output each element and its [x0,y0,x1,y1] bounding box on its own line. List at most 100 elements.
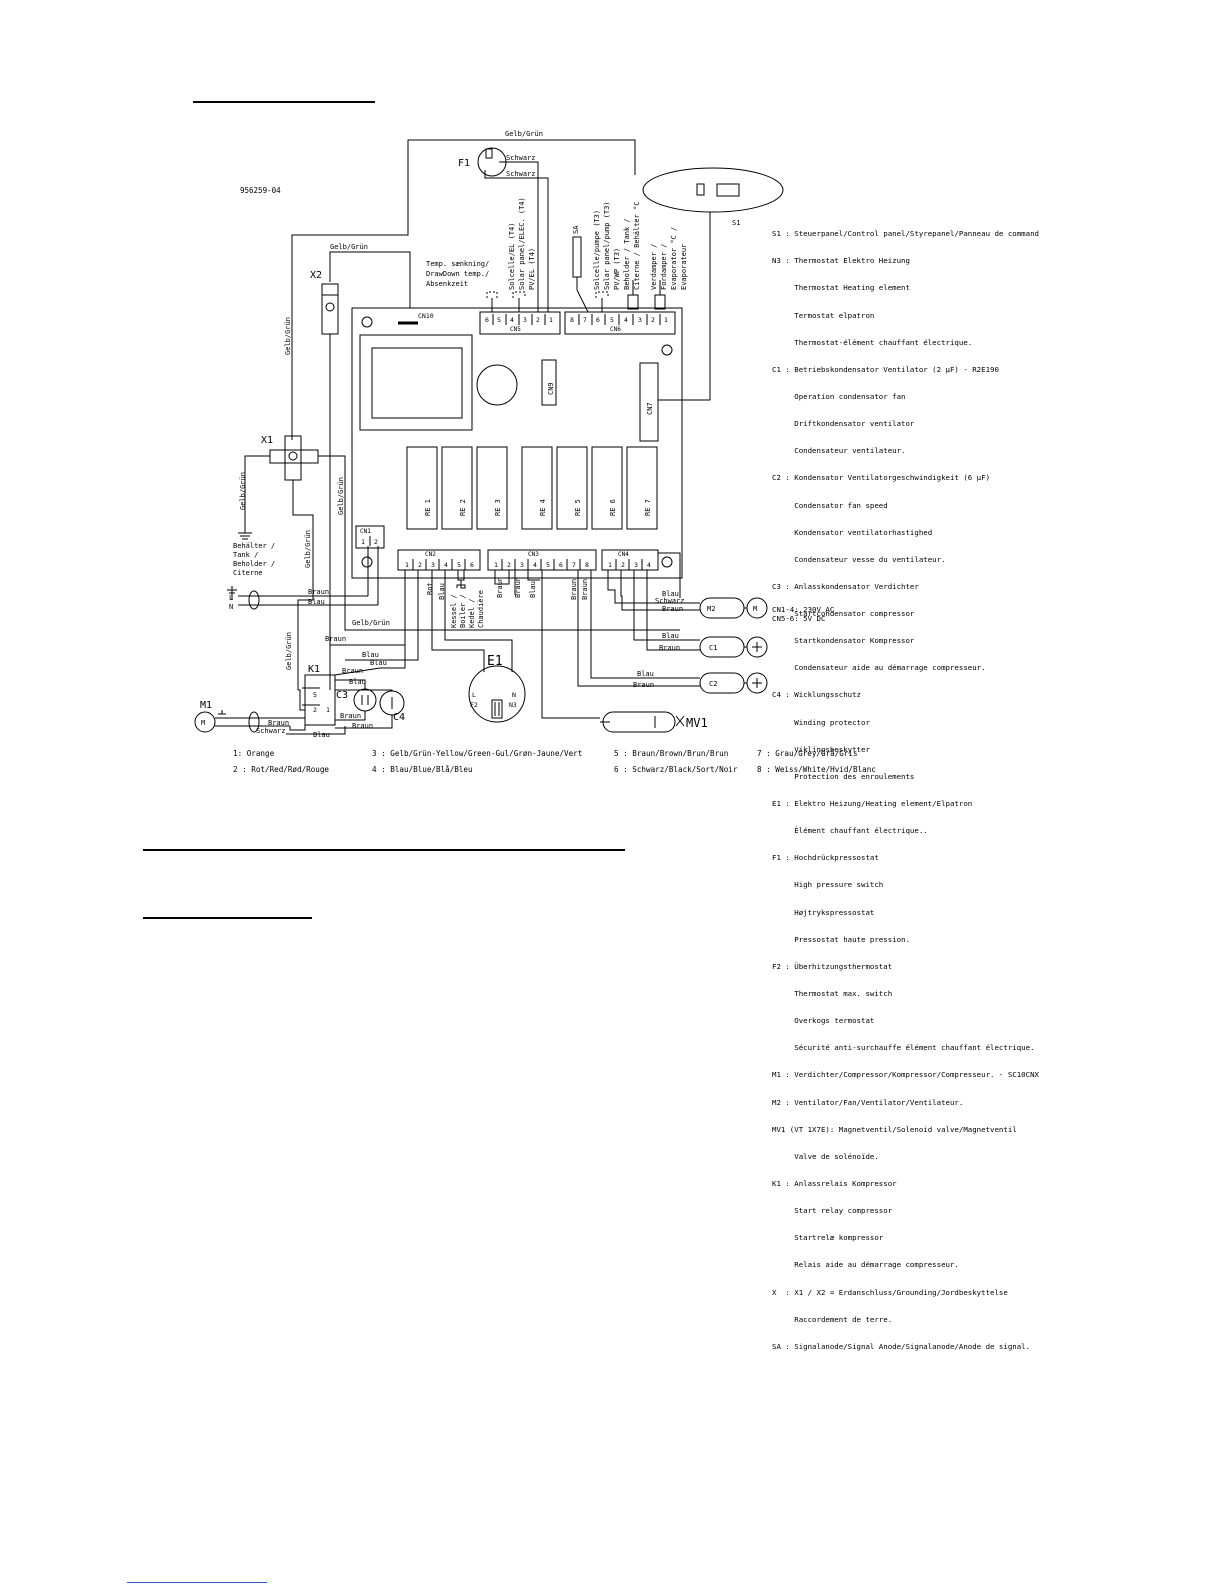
legend-line: F1 : Hochdrückpressostat [772,853,879,863]
svg-text:F2: F2 [470,701,478,709]
svg-text:3: 3 [431,561,435,569]
svg-text:2: 2 [651,316,655,324]
svg-text:Beholder /: Beholder / [233,560,275,568]
svg-text:6: 6 [470,561,474,569]
svg-text:N: N [512,691,516,699]
legend-line: Sécurité anti-surchauffe élément chauffa… [772,1043,1035,1053]
svg-text:4: 4 [510,316,514,324]
svg-text:7: 7 [583,316,587,324]
svg-text:Braun: Braun [268,719,289,727]
c1-label: C1 [709,644,717,652]
m2-label: M2 [707,605,715,613]
svg-text:Braun: Braun [514,577,522,598]
legend-line: Start relay compressor [772,1206,893,1216]
f1-label: F1 [458,158,470,169]
cn-info-line: CN1-4: 230V AC [772,605,835,614]
wire-label-gelb-gruen: Gelb/Grün [330,243,368,251]
legend-line: Thermostat max. switch [772,989,893,999]
x2-label: X2 [310,270,322,281]
legend-line: X : X1 / X2 = Erdanschluss/Grounding/Jor… [772,1287,1008,1297]
svg-text:Blau: Blau [313,731,330,739]
legend-line: Pressostat haute pression. [772,934,910,944]
svg-text:Kedel /: Kedel / [468,598,476,628]
footnote-separator [127,1582,267,1583]
legend-line: Condensator fan speed [772,500,888,510]
svg-text:4: 4 [444,561,448,569]
m1-compressor [194,711,216,733]
svg-text:Blau: Blau [370,659,387,667]
svg-text:6: 6 [559,561,563,569]
tank-label: Behälter / Tank / Beholder / Citerne [233,542,275,577]
svg-text:Solcelle/EL (T4): Solcelle/EL (T4) [508,223,516,290]
cn9-label: CN9 [547,382,555,395]
cn5-connector [479,311,561,335]
cn1-label: CN1 [360,528,371,535]
legend-line: Thermostat Heating element [772,283,910,293]
legend-line: Termostat elpatron [772,310,875,320]
svg-text:Citerne / Behälter °C: Citerne / Behälter °C [633,201,641,290]
svg-text:Gelb/Grün: Gelb/Grün [239,472,247,510]
svg-text:Evaporateur: Evaporateur [680,244,688,290]
buzzer [476,364,518,406]
legend-line: Kondensator ventilatorhastighed [772,527,933,537]
svg-text:Boiler /: Boiler / [459,594,467,628]
legend-line: Condensateur vesse du ventilateur. [772,554,946,564]
svg-text:Braun: Braun [570,579,578,600]
svg-text:Blau: Blau [308,598,325,606]
e1-heating-element [468,665,526,723]
svg-text:L: L [472,691,476,699]
cn6-pins: 8 7 6 5 4 3 2 1 [570,316,668,324]
cn4-label: CN4 [618,551,629,558]
legend-line: Viklingsbeskytter [772,744,870,754]
svg-text:Kessel /: Kessel / [450,594,458,628]
svg-text:Blau: Blau [662,632,679,640]
svg-text:Gelb/Grün: Gelb/Grün [285,632,293,670]
legend-line: S1 : Steuerpanel/Control panel/Styrepane… [772,229,1039,239]
color-key-8: 8 : Weiss/White/Hvid/Blanc [757,765,876,774]
legend-line: Startkondensator Kompressor [772,636,915,646]
legend-line: Raccordement de terre. [772,1314,893,1324]
svg-text:3: 3 [523,316,527,324]
svg-text:6: 6 [485,316,489,324]
c3-start-capacitor [353,688,377,712]
mv1-label: MV1 [686,716,708,730]
svg-text:N3: N3 [509,701,517,709]
legend-line: M2 : Ventilator/Fan/Ventilator/Ventilate… [772,1097,964,1107]
legend-line: Thermostat-élément chauffant électrique. [772,337,973,347]
relays [406,446,658,530]
svg-text:5: 5 [610,316,614,324]
svg-text:1: 1 [549,316,553,324]
legend-line: Startrelæ kompressor [772,1233,884,1243]
legend-line: E1 : Elektro Heizung/Heating element/Elp… [772,799,973,809]
heading-underline-top [193,101,375,103]
k1-label: K1 [308,664,320,675]
svg-text:Braun: Braun [340,712,361,720]
cn3-label: CN3 [528,551,539,558]
m1-label: M1 [200,700,212,711]
svg-text:Schwarz: Schwarz [506,170,536,178]
cn5-pins: 6 5 4 3 2 1 [485,316,553,324]
svg-text:5: 5 [546,561,550,569]
relay-label: RE 6 [609,499,617,516]
svg-text:5: 5 [457,561,461,569]
relay-label: RE 3 [494,499,502,516]
svg-text:2: 2 [536,316,540,324]
relay-label: RE 5 [574,499,582,516]
svg-text:2: 2 [418,561,422,569]
wiring-diagram: 956259-04 CN9 CN7 CN10 6 5 4 3 2 1 CN5 8… [194,130,784,739]
svg-text:1: 1 [664,316,668,324]
svg-text:Citerne: Citerne [233,569,263,577]
svg-text:Blau: Blau [349,678,366,686]
svg-text:1: 1 [494,561,498,569]
svg-text:Fordamper /: Fordamper / [660,244,668,290]
svg-text:Verdamper /: Verdamper / [650,244,658,290]
svg-text:Solar panel/ELEC. (T4): Solar panel/ELEC. (T4) [518,197,526,290]
legend-line: SA : Signalanode/Signal Anode/Signalanod… [772,1341,1031,1351]
transformer-core [371,347,463,419]
e1-label: E1 [487,654,503,669]
svg-text:7: 7 [572,561,576,569]
svg-text:1: 1 [361,538,365,546]
svg-text:1: 1 [608,561,612,569]
color-key-4: 4 : Blau/Blue/Blå/Bleu [372,765,473,774]
legend-line: Condensateur aide au démarrage compresse… [772,663,986,673]
